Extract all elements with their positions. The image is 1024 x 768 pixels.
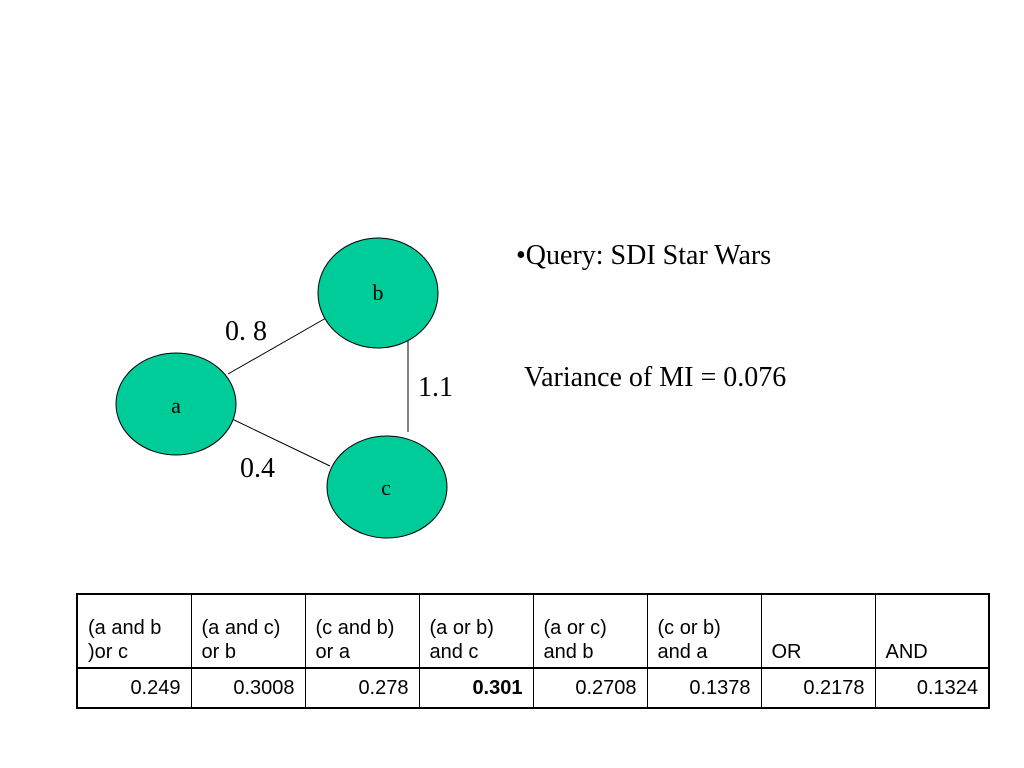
column-header: AND [874, 593, 990, 669]
column-header: (a and b )or c [76, 593, 192, 669]
results-table: (a and b )or c (a and c) or b (c and b) … [76, 593, 990, 709]
table-cell: 0.2178 [760, 667, 876, 709]
table-cell: 0.3008 [190, 667, 306, 709]
node-a-label: a [171, 393, 181, 418]
table-cell: 0.2708 [532, 667, 648, 709]
edge-a-b [227, 317, 327, 375]
table-header-row: (a and b )or c (a and c) or b (c and b) … [76, 593, 990, 669]
edge-b-c-weight: 1.1 [418, 372, 453, 403]
variance-text: Variance of MI = 0.076 [524, 362, 787, 393]
node-b-label: b [373, 280, 384, 305]
table-cell-best: 0.301 [418, 667, 534, 709]
column-header: (a or b) and c [418, 593, 534, 669]
table-cell: 0.278 [304, 667, 420, 709]
node-c [326, 435, 448, 539]
column-header: (c or b) and a [646, 593, 762, 669]
edge-a-c-weight: 0.4 [240, 453, 275, 484]
table-row: 0.249 0.3008 0.278 0.301 0.2708 0.1378 0… [76, 667, 990, 709]
node-a [115, 352, 237, 456]
column-header: (c and b) or a [304, 593, 420, 669]
edge-a-c [229, 417, 331, 467]
edge-a-b-weight: 0. 8 [225, 316, 267, 347]
mi-graph: b a c 0. 8 1.1 0.4 [115, 237, 453, 539]
table-cell: 0.1324 [874, 667, 990, 709]
table-cell: 0.249 [76, 667, 192, 709]
node-b [317, 237, 439, 349]
query-text: •Query: SDI Star Wars [516, 240, 772, 271]
column-header: OR [760, 593, 876, 669]
column-header: (a and c) or b [190, 593, 306, 669]
column-header: (a or c) and b [532, 593, 648, 669]
node-c-label: c [381, 475, 391, 500]
table-cell: 0.1378 [646, 667, 762, 709]
